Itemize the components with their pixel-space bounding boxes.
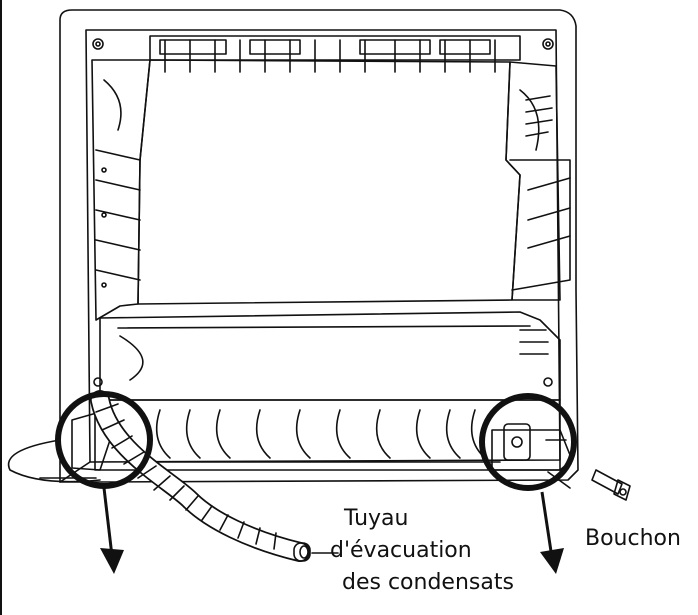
hose-label-line1: Tuyau xyxy=(344,506,409,531)
right-highlight-circle xyxy=(479,393,577,491)
condensate-hose xyxy=(90,390,311,562)
top-rail xyxy=(149,35,521,61)
right-bracket xyxy=(505,61,561,301)
left-highlight-circle xyxy=(55,391,153,489)
housing-inner xyxy=(85,29,561,463)
frame-edge xyxy=(0,0,2,615)
hose-label-line3: des condensats xyxy=(342,570,514,595)
arrow-down-right-icon xyxy=(540,491,564,574)
top-clips xyxy=(164,39,496,73)
plug-drawing xyxy=(591,469,631,501)
housing-outline xyxy=(59,9,579,483)
hose-label-line2: d'évacuation xyxy=(330,538,472,563)
plug-label: Bouchon xyxy=(585,526,681,551)
left-bracket xyxy=(91,59,151,321)
outlet-loop xyxy=(7,439,101,483)
arrow-down-left-icon xyxy=(100,487,124,574)
panel-sheet xyxy=(137,59,521,305)
channel-fins xyxy=(155,409,486,459)
condensate-tray xyxy=(99,311,561,401)
